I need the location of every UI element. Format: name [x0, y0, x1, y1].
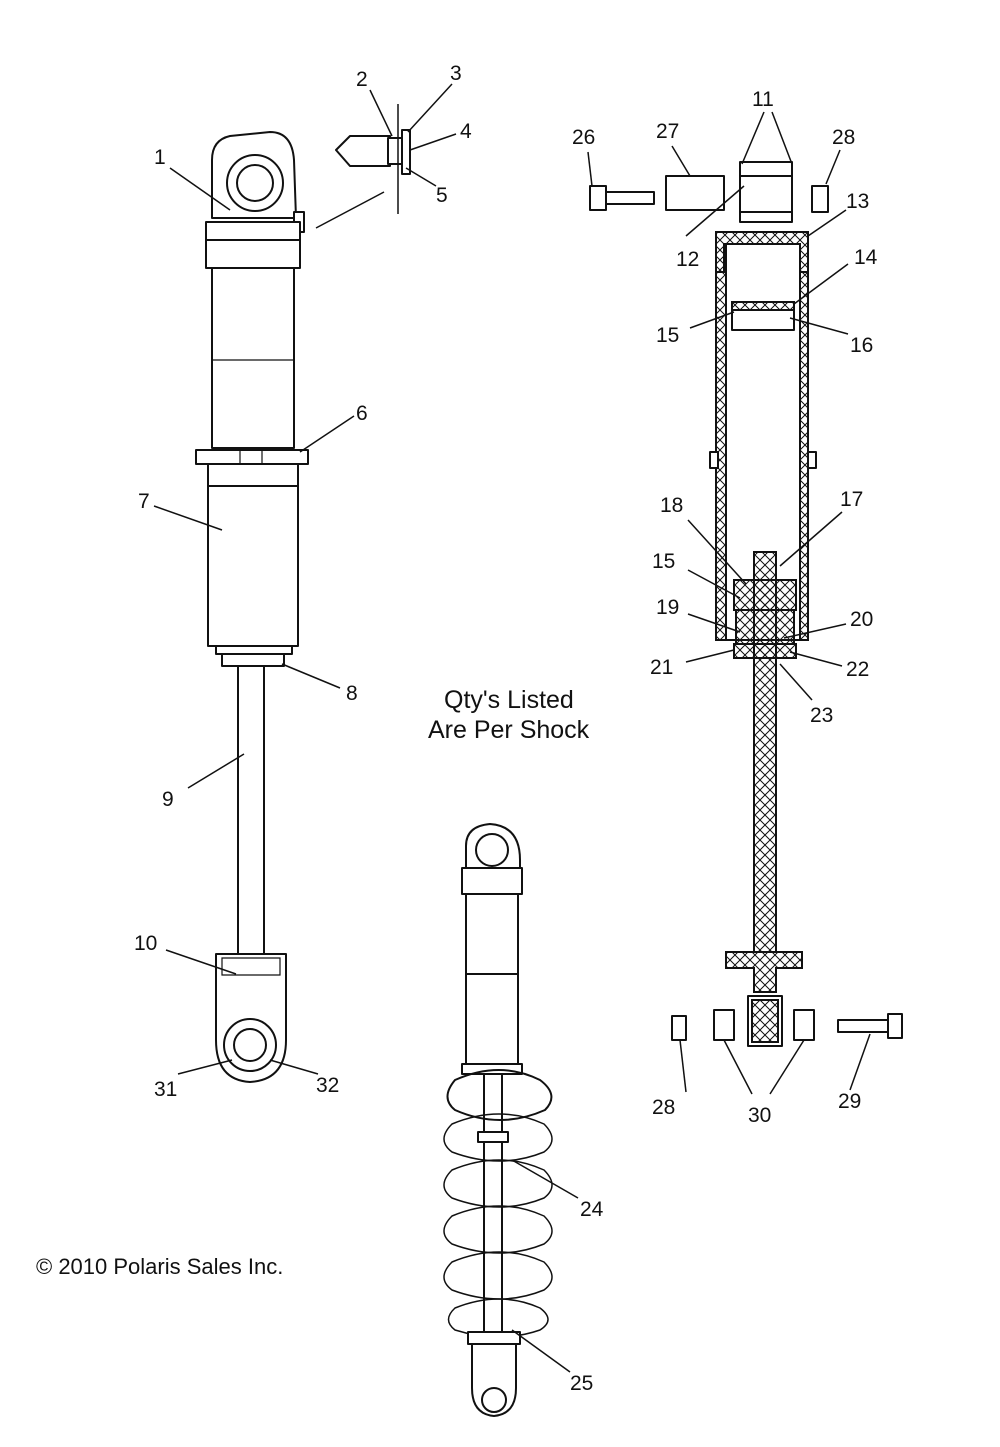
- right-shock-cutaway: [709, 161, 817, 1047]
- callout-4: 4: [460, 120, 472, 143]
- callout-32: 32: [316, 1074, 339, 1097]
- callout-13: 13: [846, 190, 869, 213]
- callout-2: 2: [356, 68, 368, 91]
- callout-24: 24: [580, 1198, 604, 1221]
- callout-22: 22: [846, 658, 869, 681]
- callout-20: 20: [850, 608, 873, 631]
- callout-7: 7: [138, 490, 150, 513]
- callout-15: 15: [656, 324, 679, 347]
- callout-labels: 1 2 3 4 5 6 7 8 9 10 11 12 13 14 15 16 1…: [134, 62, 878, 1395]
- callout-27: 27: [656, 120, 679, 143]
- callout-16: 16: [850, 334, 873, 357]
- callout-21: 21: [650, 656, 673, 679]
- callout-19: 19: [656, 596, 679, 619]
- callout-9: 9: [162, 788, 174, 811]
- leader-lines: [153, 83, 871, 1373]
- center-shock-with-spring: [443, 823, 553, 1417]
- quantity-note-line2: Are Per Shock: [428, 716, 590, 744]
- callout-18: 18: [660, 494, 683, 517]
- callout-25: 25: [570, 1372, 593, 1395]
- callout-1: 1: [154, 146, 166, 169]
- callout-10: 10: [134, 932, 157, 955]
- callout-14: 14: [854, 246, 878, 269]
- callout-28: 28: [832, 126, 855, 149]
- callout-5: 5: [436, 184, 448, 207]
- callout-30: 30: [748, 1104, 771, 1127]
- callout-12: 12: [676, 248, 699, 271]
- top-hardware: [589, 175, 829, 213]
- copyright-text: © 2010 Polaris Sales Inc.: [36, 1254, 283, 1279]
- callout-11: 11: [752, 88, 774, 111]
- callout-31: 31: [154, 1078, 177, 1101]
- callout-15b: 15: [652, 550, 675, 573]
- callout-3: 3: [450, 62, 462, 85]
- schrader-valve-fitting: [315, 104, 411, 229]
- callout-28b: 28: [652, 1096, 675, 1119]
- callout-8: 8: [346, 682, 358, 705]
- quantity-note-line1: Qty's Listed: [444, 686, 574, 714]
- callout-17: 17: [840, 488, 863, 511]
- left-shock-assembly: [195, 131, 309, 1083]
- callout-23: 23: [810, 704, 833, 727]
- bottom-hardware: [671, 1013, 903, 1041]
- callout-26: 26: [572, 126, 595, 149]
- callout-6: 6: [356, 402, 368, 425]
- callout-29: 29: [838, 1090, 861, 1113]
